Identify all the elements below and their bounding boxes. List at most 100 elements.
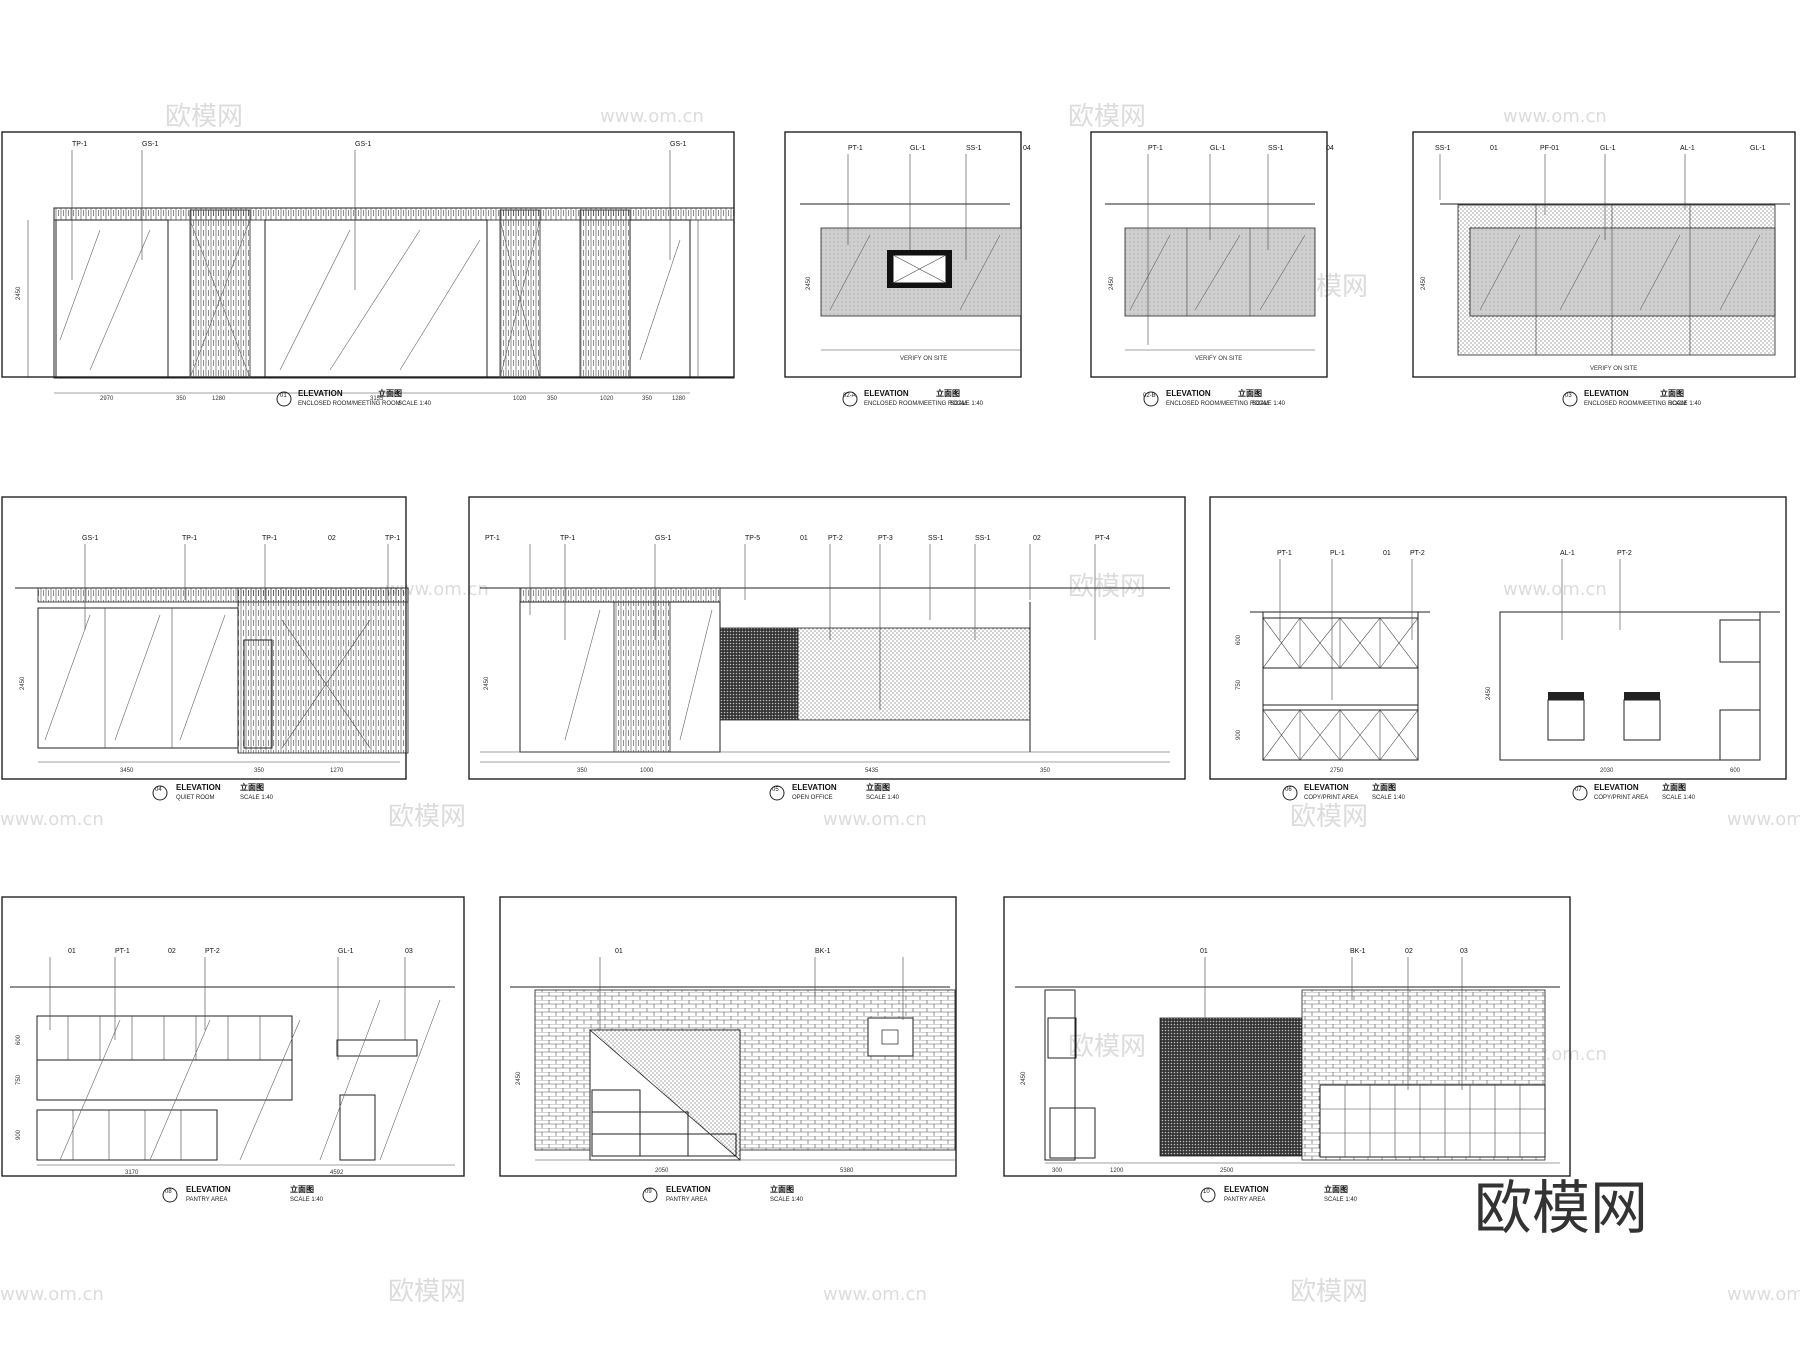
tag-tp-1: TP-1 xyxy=(262,535,277,542)
tag-pt-2: PT-2 xyxy=(1617,550,1632,557)
tag-01: 01 xyxy=(68,948,76,955)
svg-text:350: 350 xyxy=(642,396,653,402)
watermark-cn: 欧模网 xyxy=(388,802,466,832)
watermark-cn: 欧模网 xyxy=(1068,1032,1146,1062)
svg-text:350: 350 xyxy=(254,768,265,774)
watermark-site: www.om.cn xyxy=(0,1284,104,1305)
tag-02: 02 xyxy=(1033,535,1041,542)
tag-gs-1: GS-1 xyxy=(355,141,371,148)
tag-tp-1: TP-1 xyxy=(182,535,197,542)
svg-text:SCALE 1:40: SCALE 1:40 xyxy=(1662,795,1696,801)
svg-text:SCALE 1:40: SCALE 1:40 xyxy=(950,401,984,407)
watermark-cn: 欧模网 xyxy=(1290,1277,1368,1307)
tag-pl-1: PL-1 xyxy=(1330,550,1345,557)
svg-text:SCALE 1:40: SCALE 1:40 xyxy=(1324,1197,1358,1203)
svg-text:OPEN OFFICE: OPEN OFFICE xyxy=(792,795,833,801)
tag-04: 04 xyxy=(1023,145,1031,152)
svg-text:PANTRY AREA: PANTRY AREA xyxy=(186,1197,227,1203)
svg-text:03: 03 xyxy=(1565,393,1572,399)
drawing-title: 08 ELEVATION 立面图 PANTRY AREA SCALE 1:40 xyxy=(162,1184,324,1203)
elevation-10: 01 BK-1 02 03 300 1200 2500 2450 10 ELEV… xyxy=(1003,896,1571,1203)
svg-text:900: 900 xyxy=(16,1129,22,1140)
svg-text:SCALE 1:40: SCALE 1:40 xyxy=(1668,401,1702,407)
svg-text:2030: 2030 xyxy=(1600,768,1614,774)
svg-text:1000: 1000 xyxy=(640,768,654,774)
svg-text:SCALE 1:40: SCALE 1:40 xyxy=(398,401,432,407)
tag-tp-1: TP-1 xyxy=(72,141,87,148)
svg-text:ELEVATION: ELEVATION xyxy=(1594,783,1639,792)
tag-02: 02 xyxy=(168,948,176,955)
tag-pf-01: PF-01 xyxy=(1540,145,1559,152)
drawing-title: 07 ELEVATION 立面图 COPY/PRINT AREA SCALE 1… xyxy=(1572,782,1696,801)
tag-pt-1: PT-1 xyxy=(848,145,863,152)
svg-text:350: 350 xyxy=(1040,768,1051,774)
svg-text:ELEVATION: ELEVATION xyxy=(186,1185,231,1194)
tag-ss-1: SS-1 xyxy=(928,535,944,542)
svg-text:SCALE 1:40: SCALE 1:40 xyxy=(240,795,274,801)
tag-02: 02 xyxy=(1405,948,1413,955)
watermark-cn: 欧模网 xyxy=(1068,102,1146,132)
svg-text:900: 900 xyxy=(1236,729,1242,740)
svg-text:立面图: 立面图 xyxy=(240,782,264,792)
svg-text:2500: 2500 xyxy=(1220,1168,1234,1174)
watermark-site: www.om.cn xyxy=(0,809,104,830)
svg-text:600: 600 xyxy=(16,1034,22,1045)
drawing-frame xyxy=(499,896,957,1177)
svg-text:PANTRY AREA: PANTRY AREA xyxy=(1224,1197,1265,1203)
tag-gl-1: GL-1 xyxy=(910,145,926,152)
svg-text:ELEVATION: ELEVATION xyxy=(1166,389,1211,398)
tag-gl-1: GL-1 xyxy=(1600,145,1616,152)
watermark-layer: 欧模网 www.om.cn 欧模网 www.om.cn www.om.cn 欧模网 www.… xyxy=(0,102,1800,1307)
drawing-title: 10 ELEVATION 立面图 PANTRY AREA SCALE 1:40 xyxy=(1200,1184,1358,1203)
svg-text:ENCLOSED ROOM/MEETING ROOM: ENCLOSED ROOM/MEETING ROOM xyxy=(298,401,401,407)
svg-text:1280: 1280 xyxy=(672,396,686,402)
svg-text:1280: 1280 xyxy=(212,396,226,402)
watermark-site: www.om.cn xyxy=(1503,106,1607,127)
elevation-05: PT-1 TP-1 GS-1 TP-5 01 PT-2 PT-3 SS-1 SS… xyxy=(468,496,1186,801)
drawing-title: 05 ELEVATION 立面图 OPEN OFFICE SCALE 1:40 xyxy=(769,782,900,801)
drawing-frame xyxy=(468,496,1186,780)
drawing-frame xyxy=(1090,131,1328,378)
svg-text:ELEVATION: ELEVATION xyxy=(666,1185,711,1194)
tag-pt-1: PT-1 xyxy=(1148,145,1163,152)
svg-text:2450: 2450 xyxy=(1486,686,1492,700)
svg-text:PANTRY AREA: PANTRY AREA xyxy=(666,1197,707,1203)
tag-01: 01 xyxy=(1490,145,1498,152)
elevation-02-a: PT-1 GL-1 SS-1 04 VERIFY ON SITE 2450 02… xyxy=(784,131,1031,407)
tag-ss-1: SS-1 xyxy=(1268,145,1284,152)
tag-03: 03 xyxy=(1460,948,1468,955)
tag-tp-1: TP-1 xyxy=(560,535,575,542)
watermark-site: www.om.cn xyxy=(600,106,704,127)
tag-01: 01 xyxy=(800,535,808,542)
drawing-title: 01 ELEVATION 立面图 ENCLOSED ROOM/MEETING R… xyxy=(276,388,432,407)
tag-gl-1: GL-1 xyxy=(1210,145,1226,152)
svg-text:SCALE 1:40: SCALE 1:40 xyxy=(866,795,900,801)
svg-text:立面图: 立面图 xyxy=(1662,782,1686,792)
tag-bk-1: BK-1 xyxy=(815,948,831,955)
tag-gs-1: GS-1 xyxy=(670,141,686,148)
svg-text:SCALE 1:40: SCALE 1:40 xyxy=(1372,795,1406,801)
drawing-title: 03 ELEVATION 立面图 ENCLOSED ROOM/MEETING R… xyxy=(1562,388,1702,407)
svg-text:ENCLOSED ROOM/MEETING ROOM: ENCLOSED ROOM/MEETING ROOM xyxy=(864,401,967,407)
drawing-title: 04 ELEVATION 立面图 QUIET ROOM SCALE 1:40 xyxy=(152,782,274,801)
svg-text:1270: 1270 xyxy=(330,768,344,774)
tag-01: 01 xyxy=(1200,948,1208,955)
svg-text:06: 06 xyxy=(1285,787,1292,793)
tag-pt-1: PT-1 xyxy=(115,948,130,955)
drawing-title: 06 ELEVATION 立面图 COPY/PRINT AREA SCALE 1… xyxy=(1282,782,1406,801)
brand-logo: 欧模网 xyxy=(1474,1174,1648,1242)
svg-text:2450: 2450 xyxy=(1109,276,1115,290)
tag-pt-4: PT-4 xyxy=(1095,535,1110,542)
watermark-site: www.om.cn xyxy=(1727,809,1800,830)
svg-text:ELEVATION: ELEVATION xyxy=(176,783,221,792)
dimension-row: 2970 350 1280 3155 1020 350 1020 350 128… xyxy=(16,286,686,402)
tag-ss-1: SS-1 xyxy=(966,145,982,152)
svg-text:350: 350 xyxy=(176,396,187,402)
drawing-frame xyxy=(1209,496,1787,780)
svg-text:VERIFY ON SITE: VERIFY ON SITE xyxy=(900,356,947,362)
tag-gl-1: GL-1 xyxy=(1750,145,1766,152)
leader-group xyxy=(71,150,671,290)
svg-text:01: 01 xyxy=(280,393,287,399)
tag-tp-1: TP-1 xyxy=(385,535,400,542)
